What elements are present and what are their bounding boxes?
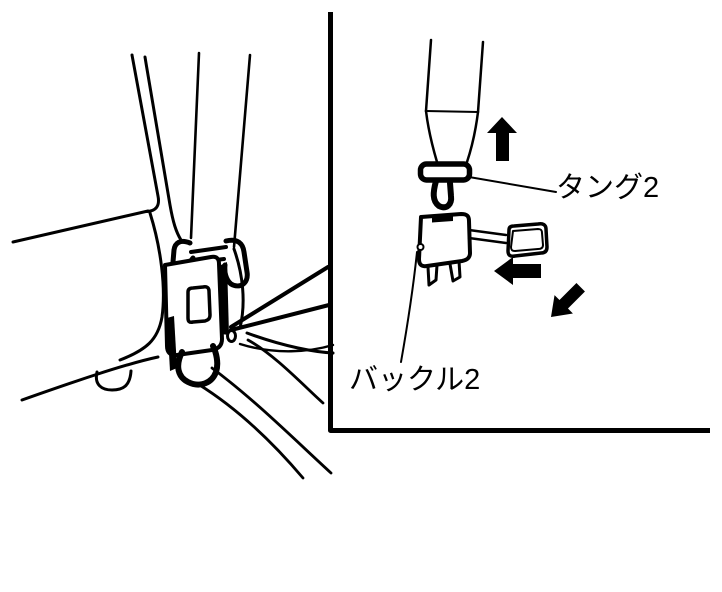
seat-side-line <box>246 338 325 405</box>
inset-buckle-pin <box>416 243 425 251</box>
anchor-hook <box>175 343 221 388</box>
webbing-right-edge <box>232 53 252 249</box>
release-rod <box>467 222 549 258</box>
pull-out-arrow-icon <box>551 283 585 317</box>
anchor-bolt <box>226 329 237 343</box>
inset-buckle-leg-right <box>448 259 462 283</box>
buckle-shade-right <box>219 262 229 335</box>
tongue-hook <box>430 178 455 211</box>
inset-border <box>328 12 710 433</box>
tongue-label: タング2 <box>556 172 660 204</box>
inset-buckle-body <box>417 212 472 269</box>
inset-buckle-leg-left <box>426 263 439 287</box>
buckle-shade-left <box>167 316 177 371</box>
seat-bolster-outer <box>130 53 160 213</box>
guide-loop-right <box>222 237 250 289</box>
shelf-curve-b <box>238 342 335 353</box>
buckle-button <box>186 285 212 324</box>
guide-bar-top <box>189 245 228 254</box>
inset-webbing-left <box>424 38 433 113</box>
tongue-plate <box>417 161 473 183</box>
rod-top <box>467 228 508 237</box>
buckle-assembly-main <box>163 237 250 388</box>
lap-belt-upper <box>210 366 333 475</box>
buckle-label: バックル2 <box>349 364 481 396</box>
tongue-leader-line <box>468 176 557 193</box>
inset-buckle-slot <box>432 214 453 223</box>
tongue-part <box>417 161 473 211</box>
buckle-part <box>416 212 472 287</box>
rod-handle-inner <box>510 228 544 252</box>
inset-webbing <box>424 38 485 164</box>
webbing-left-edge <box>189 51 201 240</box>
cushion-edge <box>20 355 160 402</box>
inset-webbing-seam <box>425 110 479 113</box>
pull-up-arrow-icon <box>487 117 517 161</box>
buckle-leader-line <box>400 251 418 363</box>
boot-fold-left <box>118 211 165 362</box>
callout-wedge-bottom <box>229 303 331 332</box>
cushion-bump <box>94 369 133 392</box>
inset-webbing-right <box>476 40 485 114</box>
boot-fold-right <box>232 247 245 330</box>
seat-bolster-inner <box>143 55 183 242</box>
shelf-curve-a <box>245 331 335 355</box>
rod-bottom <box>467 236 508 245</box>
seat-illustration <box>11 51 335 480</box>
inset-webbing-taper-left <box>424 109 439 164</box>
door-line <box>11 209 150 244</box>
inset-webbing-taper-right <box>465 110 480 164</box>
lap-belt-lower <box>196 382 305 480</box>
push-left-arrow-icon <box>494 257 541 285</box>
callout-wedge-top <box>229 265 330 329</box>
